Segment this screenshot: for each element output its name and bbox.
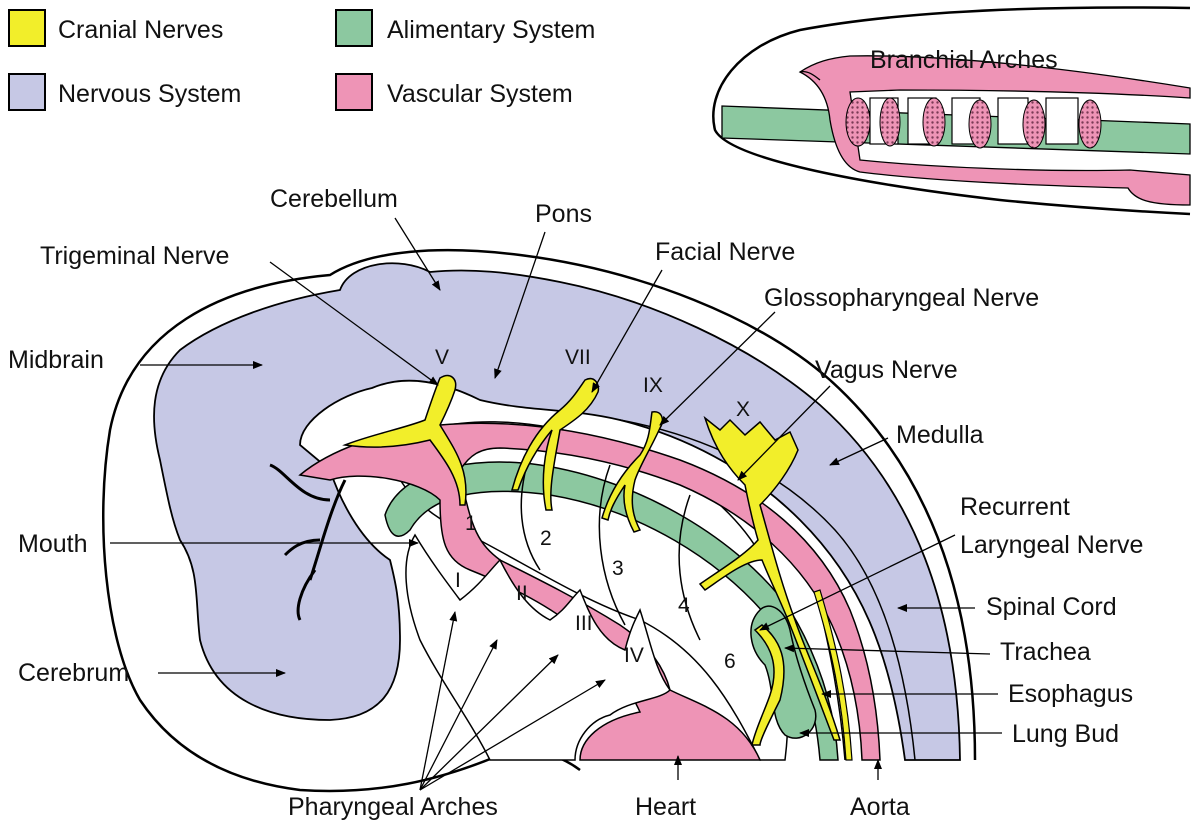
inset-title: Branchial Arches <box>870 46 1058 74</box>
aortic-arch-4: 4 <box>678 594 690 617</box>
arch-numeral-i: I <box>455 569 461 592</box>
aortic-arch-1: 1 <box>465 512 477 535</box>
label-spinal-cord: Spinal Cord <box>986 593 1117 621</box>
label-lung-bud: Lung Bud <box>1012 720 1119 748</box>
label-mouth: Mouth <box>18 530 87 558</box>
arch-numeral-iv: IV <box>624 644 644 667</box>
label-trachea: Trachea <box>1000 638 1091 666</box>
legend-swatch-vascular <box>336 74 372 110</box>
legend-swatch-nervous <box>9 74 45 110</box>
label-pharyngeal-arches: Pharyngeal Arches <box>288 793 498 821</box>
label-heart: Heart <box>635 793 696 821</box>
aortic-arch-6: 6 <box>724 650 736 673</box>
label-midbrain: Midbrain <box>8 346 104 374</box>
nerve-numeral-v: V <box>435 346 449 369</box>
label-cerebrum: Cerebrum <box>18 659 129 687</box>
label-aorta: Aorta <box>850 793 910 821</box>
legend-swatch-alimentary <box>336 10 372 46</box>
embryo: V VII IX X I II III IV 1 2 3 4 6 <box>103 250 975 791</box>
label-cerebellum: Cerebellum <box>270 185 398 213</box>
branchial-arches-inset: Branchial Arches <box>713 7 1190 214</box>
label-esophagus: Esophagus <box>1008 680 1133 708</box>
aortic-arch-2: 2 <box>540 527 552 550</box>
aortic-arch-3: 3 <box>612 557 624 580</box>
label-trigeminal: Trigeminal Nerve <box>40 242 229 270</box>
nerve-numeral-ix: IX <box>643 374 663 397</box>
legend-label-nervous: Nervous System <box>58 80 241 108</box>
label-facial: Facial Nerve <box>655 238 795 266</box>
label-glossopharyngeal: Glossopharyngeal Nerve <box>764 284 1039 312</box>
arch-numeral-iii: III <box>575 612 593 635</box>
arch-numeral-ii: II <box>516 582 528 605</box>
label-medulla: Medulla <box>896 421 984 449</box>
nerve-numeral-vii: VII <box>565 346 591 369</box>
legend-label-alimentary: Alimentary System <box>387 16 595 44</box>
legend-swatch-cranial <box>9 10 45 46</box>
legend: Cranial Nerves Nervous System Alimentary… <box>9 10 595 110</box>
label-pons: Pons <box>535 200 592 228</box>
legend-label-cranial: Cranial Nerves <box>58 16 223 44</box>
nerve-numeral-x: X <box>736 398 750 421</box>
label-recurrent-2: Laryngeal Nerve <box>960 531 1143 559</box>
legend-label-vascular: Vascular System <box>387 80 573 108</box>
label-recurrent-1: Recurrent <box>960 493 1070 521</box>
label-vagus: Vagus Nerve <box>815 356 958 384</box>
